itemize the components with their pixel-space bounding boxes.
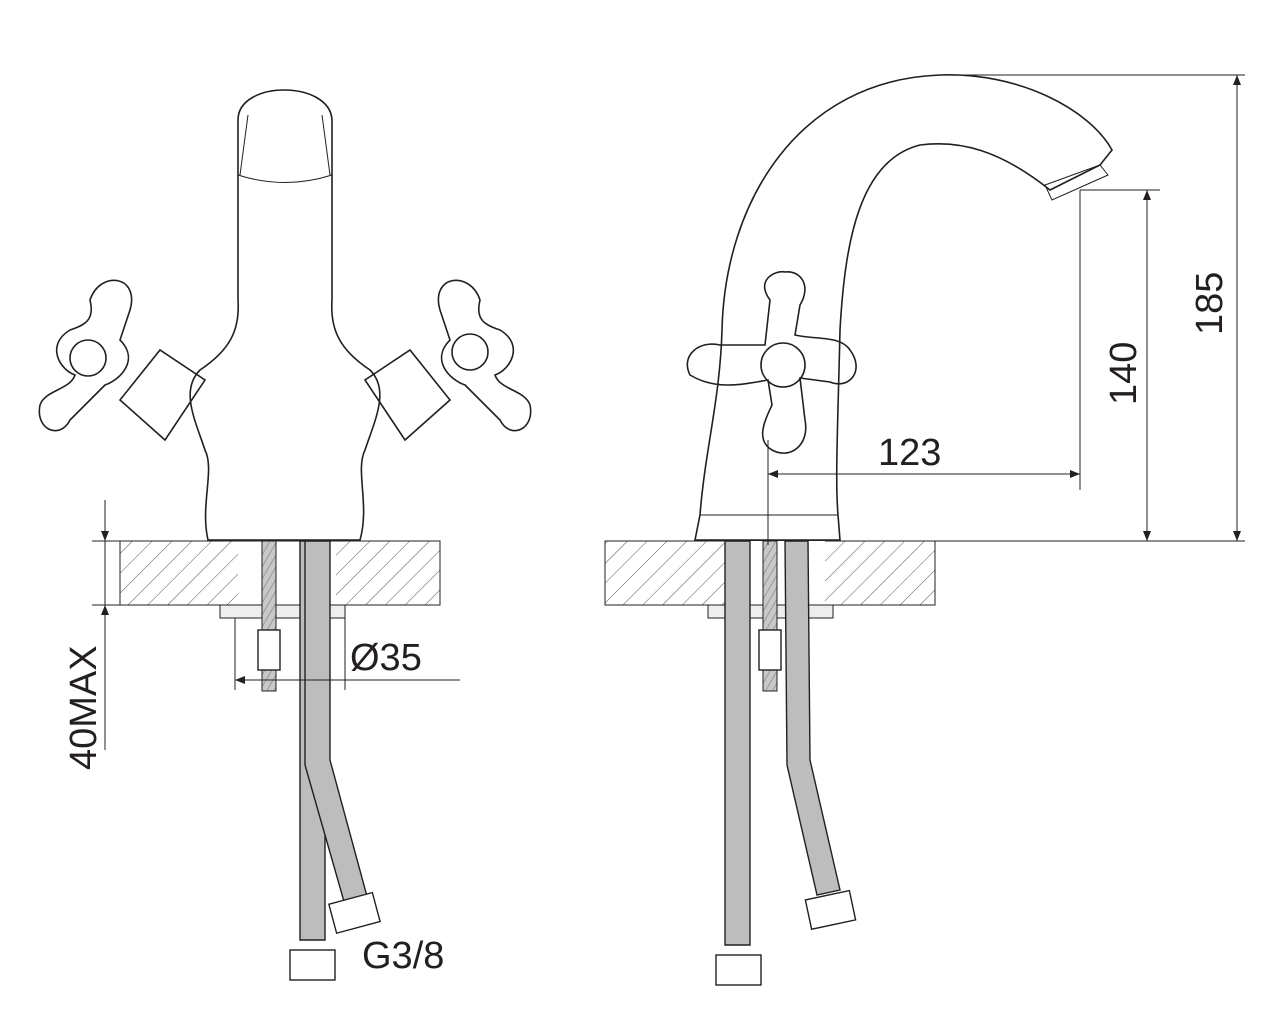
- spout-height-label: 140: [1103, 342, 1145, 405]
- hose-side-1: [724, 540, 751, 946]
- thread-label: G3/8: [362, 935, 444, 977]
- spout-reach-label: 123: [878, 432, 941, 474]
- hex-nut-front-2: [328, 891, 381, 935]
- hex-nut-side-1: [715, 954, 762, 986]
- front-view: Ø35 40MAX G3/8: [38, 89, 532, 981]
- hose-side-2: [784, 540, 841, 896]
- side-handle: [686, 271, 857, 454]
- side-view: 185 140 123: [604, 74, 1245, 986]
- hex-nut-front-1: [289, 949, 336, 981]
- right-handle: [363, 279, 532, 442]
- faucet-body-side: [694, 74, 1113, 541]
- hole-diameter-label: Ø35: [350, 637, 422, 679]
- hex-nut-side-2: [804, 889, 857, 931]
- left-handle: [38, 279, 207, 442]
- faucet-body-front: [189, 89, 381, 541]
- total-height-label: 185: [1189, 272, 1231, 335]
- counter-thickness-label: 40MAX: [63, 645, 105, 770]
